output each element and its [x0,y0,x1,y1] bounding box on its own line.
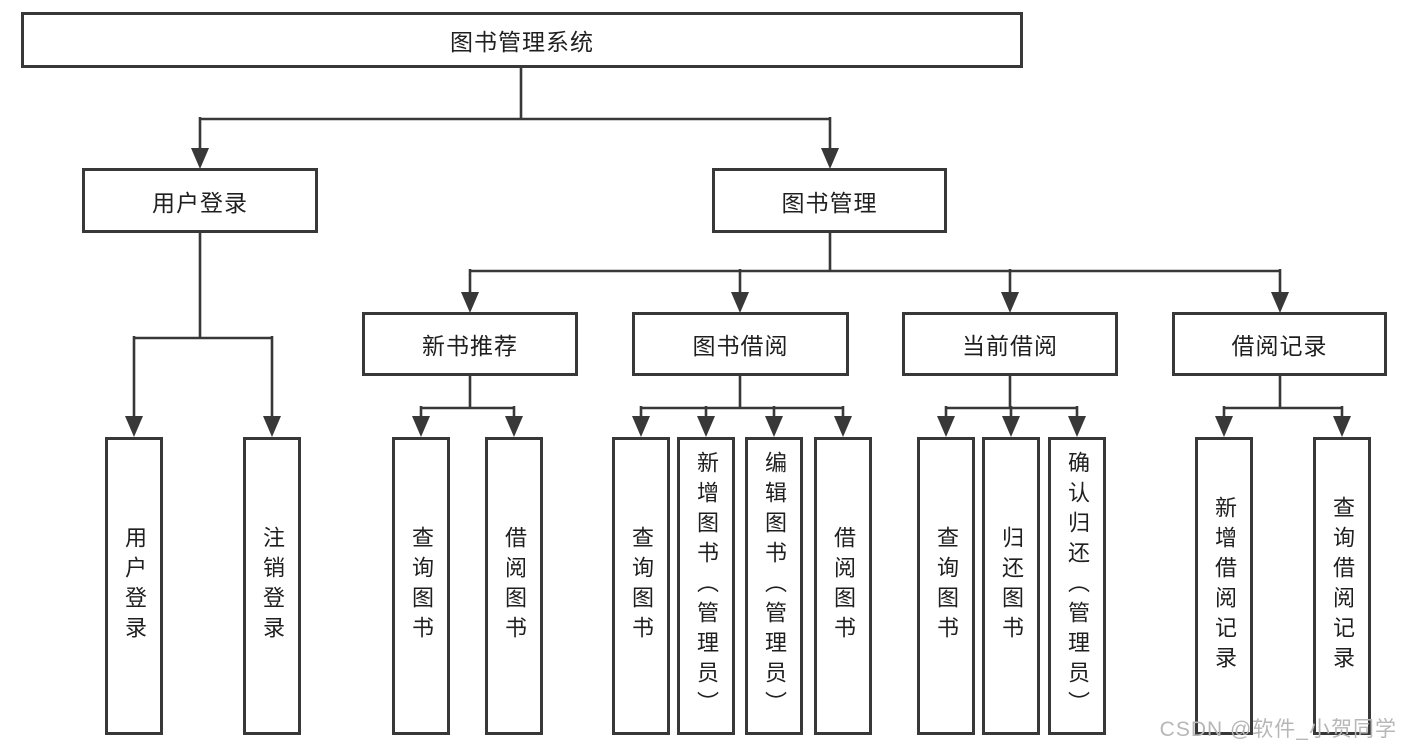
leaf-borrow-books-borrowing: 借阅图书 [814,437,872,735]
leaf-user-login: 用户登录 [105,437,163,735]
edge-root-to-level2 [191,67,839,169]
edge-new-book-recommendation-children [412,375,523,437]
leaf-add-book-admin: 新增图书（管理员） [677,437,735,735]
node-root-library-management-system: 图书管理系统 [21,12,1023,68]
leaf-query-borrowing-record: 查询借阅记录 [1313,437,1371,735]
leaf-edit-book-admin: 编辑图书（管理员） [745,437,803,735]
edge-current-borrowing-children [937,375,1086,437]
edge-user-login-children [125,232,281,437]
edge-borrowing-records-children [1215,375,1351,437]
node-new-book-recommendation: 新书推荐 [362,312,578,376]
node-user-login-branch: 用户登录 [82,168,318,233]
leaf-confirm-return-admin: 确认归还（管理员） [1048,437,1106,735]
leaf-borrow-books-recommend: 借阅图书 [485,437,543,735]
leaf-query-books-borrowing: 查询图书 [612,437,670,735]
csdn-watermark: CSDN @软件_小贺同学 [1159,718,1397,741]
node-current-borrowing: 当前借阅 [902,312,1118,376]
node-borrowing-records: 借阅记录 [1172,312,1387,376]
node-book-management-branch: 图书管理 [712,168,947,233]
leaf-query-books-recommend: 查询图书 [392,437,450,735]
edge-book-borrowing-children [632,375,852,437]
leaf-return-books: 归还图书 [982,437,1040,735]
leaf-query-books-current: 查询图书 [917,437,975,735]
edge-book-management-children [461,232,1289,313]
leaf-add-borrowing-record: 新增借阅记录 [1195,437,1253,735]
node-book-borrowing: 图书借阅 [632,312,849,376]
leaf-logout: 注销登录 [243,437,301,735]
